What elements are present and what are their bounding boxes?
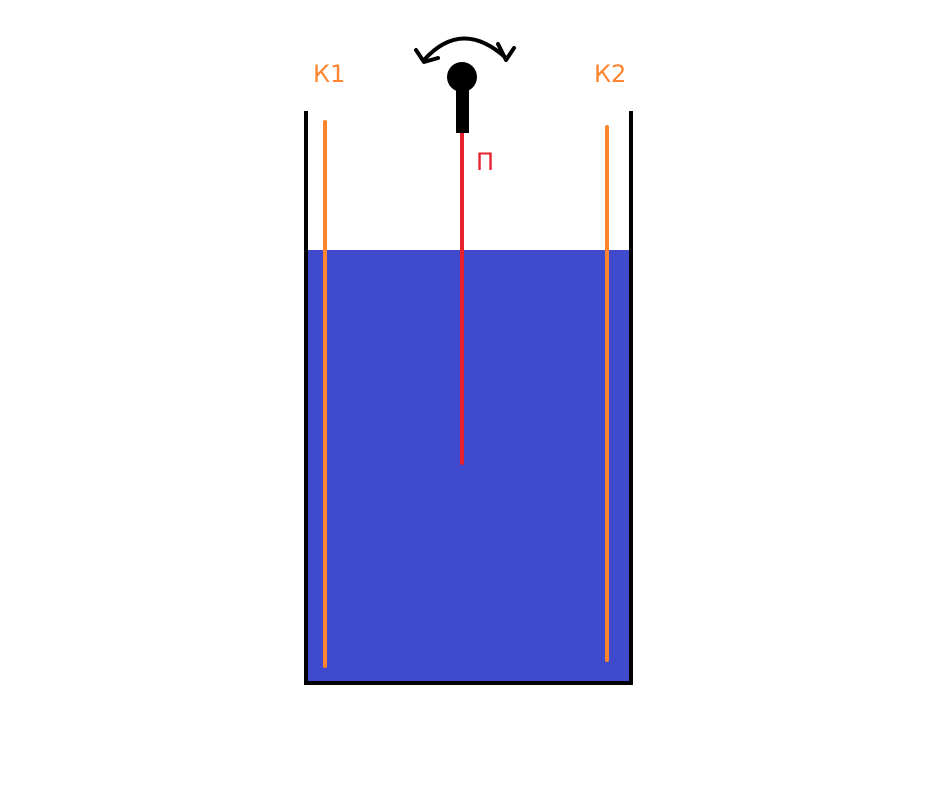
probe-holder bbox=[456, 80, 469, 133]
probe-mount bbox=[447, 62, 477, 133]
pivot-knob bbox=[447, 62, 477, 92]
vessel bbox=[304, 111, 633, 685]
liquid bbox=[306, 250, 631, 683]
label-k2: К2 bbox=[594, 60, 626, 88]
label-probe: П bbox=[476, 148, 494, 176]
label-k1: К1 bbox=[313, 60, 345, 88]
rotation-arrow-icon bbox=[414, 36, 516, 64]
